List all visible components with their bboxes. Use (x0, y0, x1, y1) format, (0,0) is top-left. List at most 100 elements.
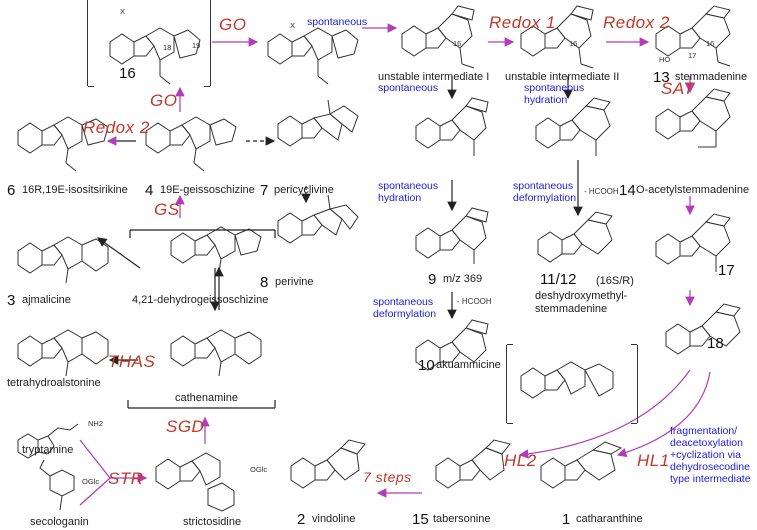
note-fragmentation: fragmentation/ deacetoxylation +cyclizat… (670, 425, 751, 486)
compound-7-name: pericyclivine (274, 184, 334, 196)
enzyme-hl2: HL2 (504, 451, 537, 470)
compound-8-number: 8 (260, 274, 269, 291)
enzyme-gs: GS (154, 200, 180, 219)
structure-bracketed-intermediate (520, 361, 614, 399)
structure-8 (277, 194, 359, 244)
structure-13 (655, 5, 731, 67)
note-spontaneous-deformylation-right: spontaneous deformylation (513, 180, 577, 205)
compound-16-number: 16 (119, 65, 136, 82)
enzyme-redox2-top: Redox 2 (603, 13, 670, 32)
note-spontaneous-hydration-II: spontaneous hydration (524, 82, 585, 107)
structure-vindoline (290, 439, 366, 489)
bracket-box-intermediate (506, 344, 638, 424)
enzyme-str: STR (108, 469, 144, 488)
enzyme-thas: THAS (108, 352, 156, 371)
structure-tryptamine (17, 423, 79, 459)
compound-11-12-name: deshydroxymethyl- stemmadenine (535, 290, 628, 316)
compound-3-number: 3 (7, 292, 16, 309)
atom-16-13: 16 (706, 39, 715, 48)
structure-7 (277, 99, 359, 147)
strictosidine-oglc: OGlc (250, 465, 268, 474)
structure-3 (17, 236, 109, 284)
structure-hydration-II (535, 97, 611, 156)
structure-18 (665, 303, 741, 355)
atom-16-intI: 16 (453, 39, 462, 48)
enzyme-7-steps: 7 steps (363, 469, 412, 485)
atom-x-16: X (120, 7, 126, 16)
compound-2-number: 2 (297, 511, 306, 528)
enzyme-go-left: GO (150, 91, 178, 110)
secologanin-oglc: OGlc (82, 477, 100, 486)
structure-cathenamine (170, 329, 262, 377)
compound-13-name: stemmadenine (675, 71, 748, 83)
note-spontaneous-deformylation-9: spontaneous deformylation (373, 296, 437, 321)
compound-tetrahydroalstonine-name: tetrahydroalstonine (7, 377, 101, 389)
structure-14 (655, 88, 731, 148)
compound-6-name: 16R,19E-isositsirikine (22, 184, 128, 196)
note-hcooh-9: - HCOOH (457, 297, 492, 306)
compound-18-number: 18 (707, 335, 724, 352)
enzyme-redox2-left: Redox 2 (83, 118, 150, 137)
compound-4-number: 4 (145, 182, 154, 199)
arrow-str-a (79, 439, 111, 479)
structure-secologanin (39, 459, 75, 511)
enzyme-redox1: Redox 1 (489, 13, 556, 32)
structure-16 (109, 27, 201, 85)
enzyme-go-top: GO (219, 15, 247, 34)
atom-18-16: 18 (163, 43, 172, 52)
compound-15-number: 15 (412, 511, 429, 528)
atom-ho-13: HO (659, 55, 671, 64)
arrow-hl2 (518, 369, 691, 459)
compound-tryptamine-name: tryptamine (22, 444, 74, 456)
structure-go-product (267, 27, 359, 85)
note-spontaneous-hydration-left: spontaneous hydration (378, 180, 439, 205)
compound-9-number: 9 (428, 271, 437, 288)
compound-10-name: akuammicine (436, 359, 501, 371)
note-spontaneous-I: spontaneous (378, 82, 439, 94)
bracket-box-16 (87, 0, 211, 87)
compound-11-12-number: 11/12 (540, 271, 577, 288)
atom-x-go-product: X (290, 21, 296, 30)
compound-3-name: ajmalicine (22, 294, 71, 306)
compound-7-number: 7 (260, 182, 269, 199)
tryptamine-nh2: NH2 (88, 419, 104, 428)
structure-4 (145, 116, 237, 172)
compound-1-number: 1 (562, 511, 571, 528)
structure-6 (17, 116, 109, 172)
enzyme-hl1: HL1 (637, 451, 670, 470)
compound-2-name: vindoline (312, 513, 356, 525)
structure-10 (415, 319, 489, 371)
compound-6-number: 6 (7, 182, 16, 199)
compound-1-name: catharanthine (576, 513, 643, 525)
atom-17-13: 17 (688, 51, 697, 60)
note-spontaneous-top: spontaneous (307, 16, 368, 28)
compound-intermediate-2-name: unstable intermediate II (505, 71, 620, 83)
enzyme-sgd: SGD (166, 417, 205, 436)
arrow-hl1 (616, 371, 711, 458)
compound-10-number: 10 (418, 357, 435, 374)
compound-4-name: 19E-geissoschizine (160, 184, 255, 196)
compound-13-number: 13 (653, 69, 670, 86)
structure-tetrahydroalstonine (17, 329, 109, 377)
arrow-dehydro-to-3 (97, 237, 141, 269)
compound-11-12-tag: (16S/R) (596, 275, 634, 287)
compound-15-name: tabersonine (433, 513, 491, 525)
structure-17 (655, 213, 731, 272)
compound-dehydrogeissoschizine-name: 4,21-dehydrogeissoschizine (132, 294, 269, 306)
structure-9 (415, 207, 489, 264)
atom-19-16: 19 (192, 41, 201, 50)
note-hcooh-right: - HCOOH (584, 187, 619, 196)
compound-secologanin-name: secologanin (30, 516, 89, 528)
structure-hydration-I (415, 97, 489, 156)
structure-intermediate-2 (520, 5, 594, 69)
compound-strictosidine-name: strictosidine (183, 516, 242, 528)
enzyme-sat: SAT (661, 79, 695, 98)
compound-8-name: perivine (275, 276, 314, 288)
compound-9-name: m/z 369 (443, 273, 483, 285)
structure-strictosidine (155, 452, 235, 512)
compound-14-name: O-acetylstemmadenine (636, 184, 750, 196)
compound-cathenamine-name: cathenamine (175, 392, 238, 404)
